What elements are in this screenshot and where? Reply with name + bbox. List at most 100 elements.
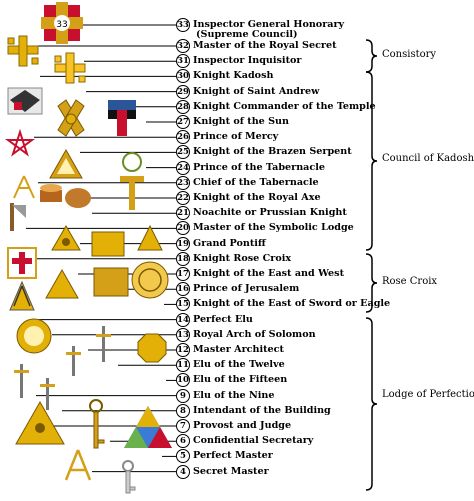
degree-name: Noachite or Prussian Knight <box>193 207 347 219</box>
degree-name: Knight Rose Croix <box>193 252 292 264</box>
degree-name: Chief of the Tabernacle <box>193 176 319 188</box>
degree-name: Master Architect <box>193 344 284 355</box>
dagger-icon-2 <box>96 326 111 362</box>
degree-number: 30 <box>176 69 190 84</box>
degree-name: Elu of the Nine <box>193 389 275 401</box>
degree-name: Confidential Secretary <box>193 435 314 447</box>
triangle-emblem-icon <box>49 148 83 179</box>
degree-name: Knight Commander of the Temple <box>193 100 376 112</box>
teutonic-cross-icon <box>108 100 136 136</box>
degree-number: 14 <box>176 312 190 327</box>
group-label-consistory: Consistory <box>381 49 438 60</box>
double-eagle-emblem-icon: 33 <box>41 2 83 44</box>
degree-name: Knight of the Sun <box>193 116 290 127</box>
ivory-key-icon <box>122 460 136 494</box>
red-pentagram-icon <box>4 128 36 157</box>
colored-triangle-icon <box>124 406 172 448</box>
group-label-lodge-of-perfection: Lodge of Perfection <box>381 389 474 400</box>
cross-patee-icon <box>54 52 86 84</box>
degree-number: 31 <box>176 54 190 69</box>
intendant-triangle-icon <box>15 400 65 445</box>
degree-number: 12 <box>176 343 190 357</box>
degree-name: Knight of the East and West <box>193 268 344 279</box>
degree-number: 32 <box>176 39 190 53</box>
degree-name: Royal Arch of Solomon <box>193 328 316 340</box>
brace-consistory <box>365 39 378 73</box>
degree-name: Elu of the Twelve <box>193 359 285 371</box>
compass-icon <box>13 175 35 199</box>
censer-icon <box>65 188 91 208</box>
degree-number: 13 <box>176 327 190 342</box>
degree-number: 5 <box>176 449 190 464</box>
degree-name: Perfect Elu <box>193 313 253 325</box>
degree-number: 23 <box>176 175 190 190</box>
gold-plaque-icon <box>91 231 125 257</box>
perfect-master-compass-icon <box>64 449 92 481</box>
degree-number: 8 <box>176 403 190 418</box>
degree-number: 17 <box>176 267 190 281</box>
degree-number: 11 <box>176 358 190 373</box>
royal-axe-icon <box>10 203 26 231</box>
degree-number: 21 <box>176 206 190 221</box>
degree-number: 15 <box>176 297 190 312</box>
degree-name: Secret Master <box>193 465 269 477</box>
degree-name: Master of the Royal Secret <box>193 40 337 51</box>
degree-name: Prince of Jerusalem <box>193 283 300 295</box>
degree-name: Inspector Inquisitor <box>193 55 302 67</box>
octagon-seal-icon <box>137 333 167 363</box>
degree-number: 7 <box>176 419 190 433</box>
gold-triangle-icon <box>45 268 79 299</box>
degree-name: Elu of the Fifteen <box>193 374 288 386</box>
degree-name: Knight of the East of Sword or Eagle <box>193 298 391 310</box>
dagger-icon-1 <box>66 346 81 376</box>
degree-number: 33 <box>176 18 190 32</box>
eagle-crest-icon <box>7 87 43 115</box>
degree-number: 26 <box>176 130 190 145</box>
degree-number: 29 <box>176 84 190 99</box>
degree-name: Master of the Symbolic Lodge <box>193 222 354 234</box>
group-label-council-of-kadosh: Council of Kadosh <box>381 153 474 164</box>
degree-number: 22 <box>176 191 190 205</box>
degree-number: 20 <box>176 221 190 236</box>
degree-number: 4 <box>176 464 190 479</box>
rose-croix-pelican-icon <box>7 247 37 279</box>
degree-number: 10 <box>176 373 190 388</box>
degree-name: Perfect Master <box>193 450 273 462</box>
scales-plaque-icon <box>93 267 129 297</box>
gold-cross-icon <box>7 35 39 67</box>
degree-number: 28 <box>176 99 190 114</box>
svg-text:33: 33 <box>56 20 67 30</box>
degree-number: 6 <box>176 434 190 449</box>
brace-lodge <box>365 317 378 491</box>
saint-andrew-cross-icon <box>57 99 85 137</box>
degree-name: Knight of the Brazen Serpent <box>193 146 352 158</box>
degree-name: Inspector General Honorary <box>193 19 345 30</box>
dagger-icon-3 <box>14 364 29 398</box>
degree-subtitle: (Supreme Council) <box>196 29 298 40</box>
jerusalem-seal-icon <box>131 261 169 299</box>
